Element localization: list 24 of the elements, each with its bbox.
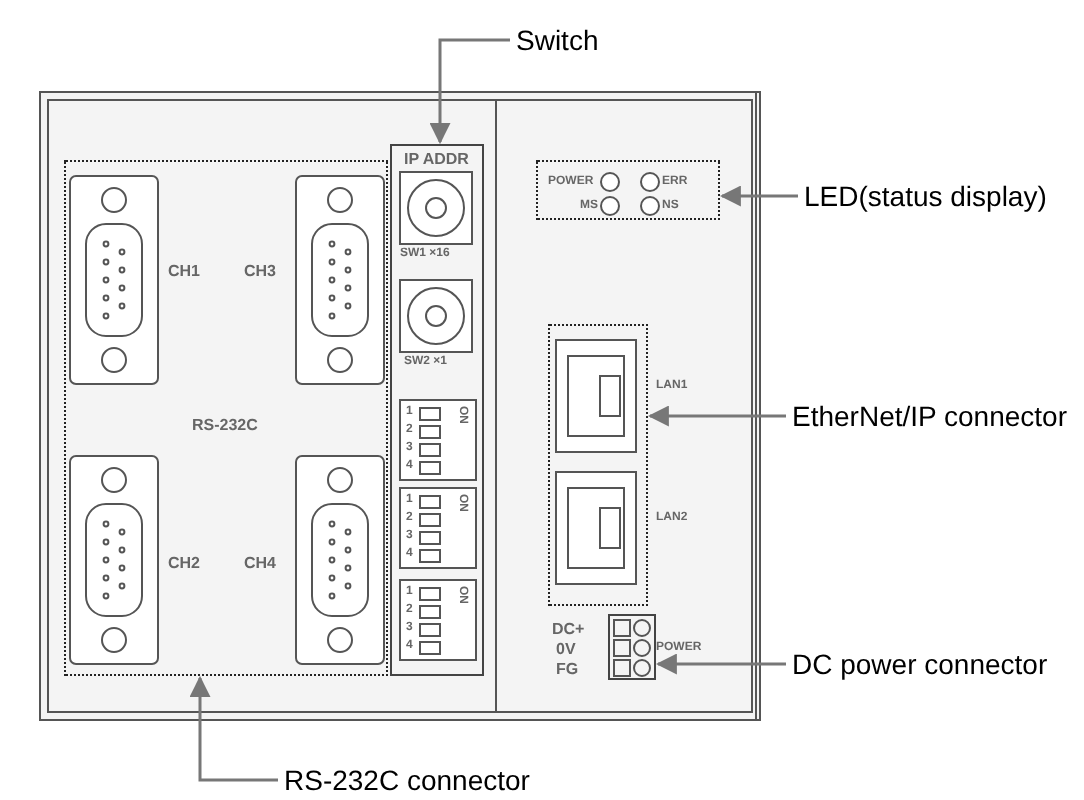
ethernet-port-area xyxy=(548,324,648,606)
terminal-block xyxy=(608,614,656,680)
channel-label: CH3 xyxy=(244,262,277,280)
terminal-label: DC+ xyxy=(552,620,585,638)
callout-label: DC power connector xyxy=(792,648,1048,680)
switch-panel xyxy=(390,144,484,676)
switch-label: IP ADDR xyxy=(404,150,469,168)
terminal-label: 0V xyxy=(556,640,576,658)
leader-arrow xyxy=(655,653,786,675)
port-label: RS-232C xyxy=(192,416,258,434)
callout-label: EtherNet/IP connector xyxy=(792,400,1067,432)
channel-label: CH2 xyxy=(168,554,201,572)
channel-label: CH4 xyxy=(244,554,277,572)
channel-label: CH1 xyxy=(168,262,201,280)
leader-arrow xyxy=(189,675,278,782)
callout-label: Switch xyxy=(516,24,599,56)
leader-arrow xyxy=(647,405,786,427)
callout-label: LED(status display) xyxy=(804,180,1047,212)
serial-port-area xyxy=(64,160,388,676)
leader-arrow xyxy=(429,38,510,145)
leader-arrow xyxy=(719,185,798,207)
led-panel xyxy=(536,160,720,220)
callout-label: RS-232C connector xyxy=(284,764,530,796)
terminal-label: FG xyxy=(556,660,579,678)
